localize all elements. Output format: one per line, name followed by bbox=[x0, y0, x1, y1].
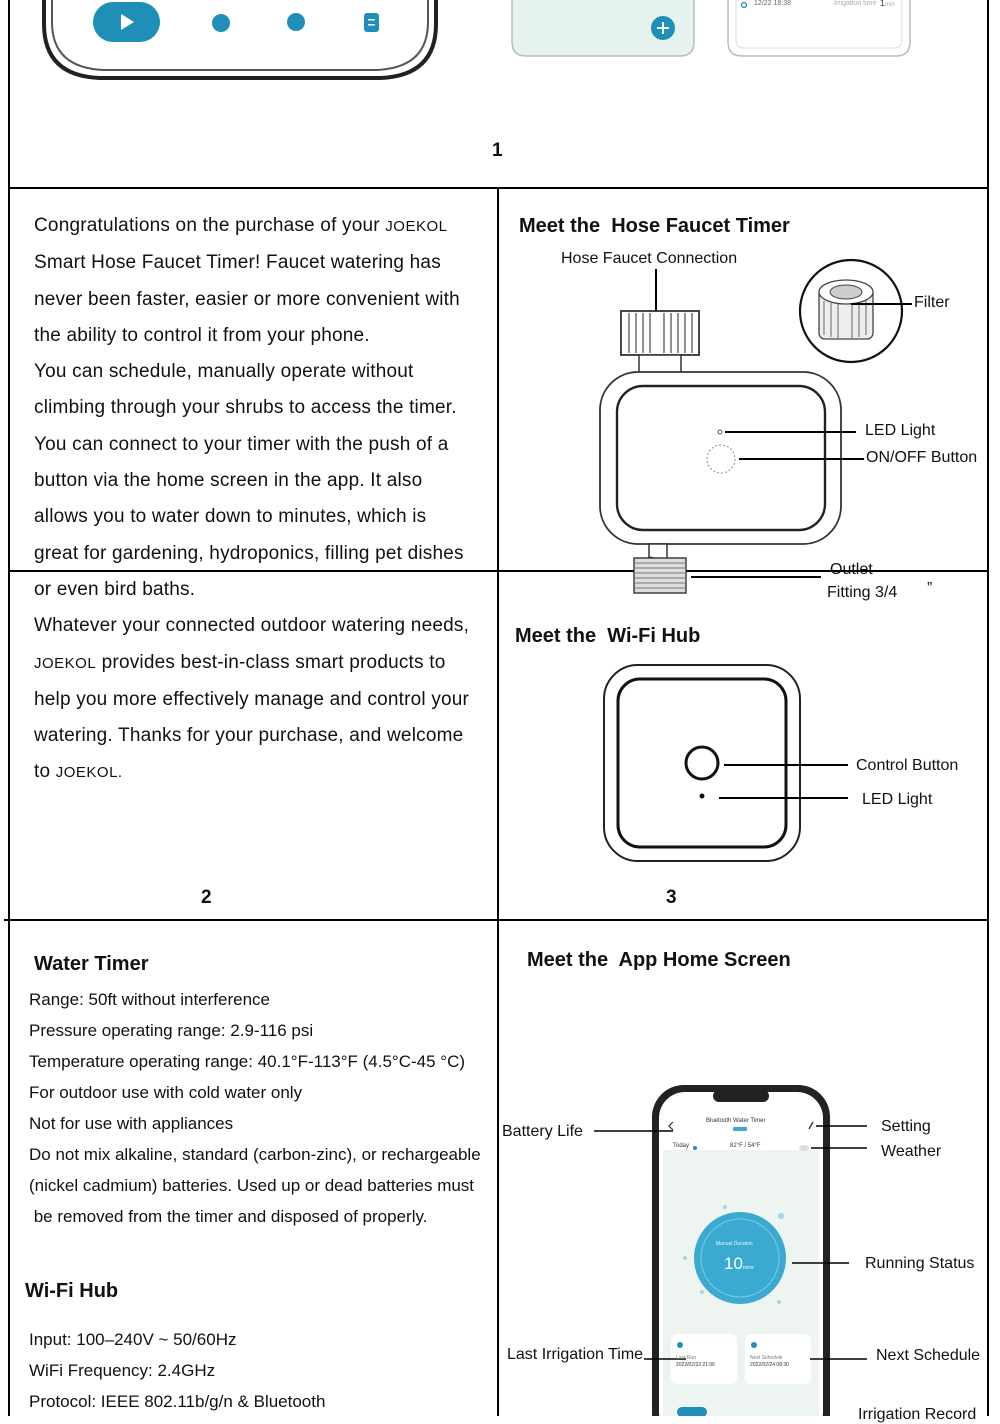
label-outlet: Outlet bbox=[830, 561, 873, 578]
wifi-hub-title: Meet the Wi-Fi Hub bbox=[515, 625, 701, 647]
hub-led-dot bbox=[699, 793, 705, 799]
phone-body-inner bbox=[51, 0, 429, 71]
label-hose-led: LED Light bbox=[865, 422, 936, 439]
intro-line-6: climbing through your shrubs to access t… bbox=[34, 397, 457, 419]
phone-body-outline bbox=[42, 0, 438, 80]
outlet-fitting bbox=[633, 557, 687, 594]
record-irrigation-label: Irrigation time bbox=[834, 0, 877, 7]
intro-text: Congratulations on the purchase of your … bbox=[34, 208, 492, 792]
spec-line-range: Range: 50ft without interference bbox=[29, 990, 270, 1009]
page-border-right bbox=[987, 0, 989, 1416]
spec-line-batteries-1: Do not mix alkaline, standard (carbon-zi… bbox=[29, 1145, 481, 1164]
spec-line-outdoor: For outdoor use with cold water only bbox=[29, 1083, 303, 1102]
spec-line-appliances: Not for use with appliances bbox=[29, 1114, 234, 1133]
row-divider-3 bbox=[4, 919, 989, 921]
hub-control-button bbox=[684, 745, 720, 781]
page-number-3: 3 bbox=[666, 887, 677, 908]
wifi-hub-specs: Input: 100–240V ~ 50/60Hz WiFi Frequency… bbox=[29, 1324, 495, 1417]
label-hose-connection: Hose Faucet Connection bbox=[561, 250, 738, 267]
led-light-dot bbox=[717, 429, 723, 435]
page-number-2: 2 bbox=[201, 887, 212, 908]
label-battery-life: Battery Life bbox=[502, 1123, 583, 1140]
hub-spec-protocol: Protocol: IEEE 802.11b/g/n & Bluetooth bbox=[29, 1392, 326, 1411]
intro-line-2: Smart Hose Faucet Timer! Faucet watering… bbox=[34, 252, 441, 274]
label-hub-led: LED Light bbox=[862, 791, 933, 808]
screen-next-title: Next Schedule bbox=[750, 1355, 783, 1361]
spec-line-pressure: Pressure operating range: 2.9-116 psi bbox=[29, 1021, 314, 1040]
column-divider bbox=[497, 187, 499, 1416]
middle-card bbox=[511, 0, 695, 57]
label-filter: Filter bbox=[914, 294, 950, 311]
label-next-schedule: Next Schedule bbox=[876, 1347, 981, 1364]
label-control-button: Control Button bbox=[856, 757, 959, 774]
spec-line-temperature: Temperature operating range: 40.1°F-113°… bbox=[29, 1052, 466, 1071]
intro-line-13: JOEKOL provides best-in-class smart prod… bbox=[34, 651, 446, 673]
label-on-off: ON/OFF Button bbox=[866, 449, 978, 466]
play-icon bbox=[121, 14, 134, 30]
wifi-hub-diagram bbox=[603, 664, 848, 862]
water-timer-heading: Water Timer bbox=[34, 953, 149, 975]
label-irrigation-record: Irrigation Record bbox=[858, 1406, 977, 1423]
hub-spec-input: Input: 100–240V ~ 50/60Hz bbox=[29, 1330, 237, 1349]
hose-timer-title: Meet the Hose Faucet Timer bbox=[519, 215, 790, 237]
app-home-title: Meet the App Home Screen bbox=[527, 949, 791, 971]
hose-connector bbox=[620, 310, 700, 356]
next-schedule-card bbox=[745, 1334, 811, 1384]
hub-spec-frequency: WiFi Frequency: 2.4GHz bbox=[29, 1361, 216, 1380]
label-last-irrigation: Last Irrigation Time bbox=[507, 1346, 644, 1363]
label-running-status: Running Status bbox=[865, 1255, 975, 1272]
right-card bbox=[727, 0, 911, 57]
intro-line-16: to JOEKOL. bbox=[34, 761, 123, 783]
intro-line-11: or even bird baths. bbox=[34, 578, 196, 600]
top-illustration bbox=[42, 0, 911, 80]
weather-icon bbox=[799, 1145, 809, 1151]
edit-icon bbox=[808, 1121, 814, 1130]
page-number-1: 1 bbox=[492, 140, 503, 161]
label-fitting: Fitting 3/4 bbox=[827, 584, 898, 601]
intro-line-12: Whatever your connected outdoor watering… bbox=[34, 615, 470, 637]
intro-line-10: great for gardening, hydroponics, fillin… bbox=[34, 542, 464, 564]
label-fitting-quote: ” bbox=[927, 580, 933, 597]
alarm-icon bbox=[287, 13, 305, 31]
record-time: 12/22 18:38 bbox=[754, 0, 791, 7]
record-irrigation-value: 1min bbox=[880, 0, 895, 8]
spec-line-batteries-2: (nickel cadmium) batteries. Used up or d… bbox=[29, 1176, 475, 1195]
label-weather: Weather bbox=[881, 1143, 942, 1160]
spec-line-batteries-3: be removed from the timer and disposed o… bbox=[29, 1207, 428, 1226]
label-setting: Setting bbox=[881, 1118, 931, 1135]
app-home-diagram bbox=[594, 1085, 867, 1416]
record-dot-icon bbox=[740, 1, 748, 9]
screen-dial-value: 10mins bbox=[724, 1254, 754, 1273]
back-icon bbox=[668, 1121, 674, 1131]
screen-temperature: 82°F / 54°F bbox=[730, 1143, 761, 1149]
intro-line-7: You can connect to your timer with the p… bbox=[34, 433, 449, 455]
intro-line-5: You can schedule, manually operate witho… bbox=[34, 361, 414, 383]
page-border-left bbox=[8, 0, 10, 1416]
water-timer-specs: Range: 50ft without interference Pressur… bbox=[29, 984, 495, 1232]
hose-timer-diagram bbox=[599, 258, 912, 594]
intro-line-4: the ability to control it from your phon… bbox=[34, 324, 370, 346]
record-icon bbox=[364, 13, 379, 32]
water-icon bbox=[212, 14, 230, 32]
intro-line-9: allows you to water down to minutes, whi… bbox=[34, 506, 427, 528]
running-dial bbox=[694, 1212, 786, 1304]
intro-line-1: Congratulations on the purchase of your … bbox=[34, 215, 448, 236]
screen-last-run-title: Last Run bbox=[676, 1355, 697, 1361]
intro-line-8: button via the home screen in the app. I… bbox=[34, 470, 423, 492]
wifi-hub-heading: Wi-Fi Hub bbox=[25, 1280, 119, 1302]
screen-dial-label: Manual Duration bbox=[716, 1241, 753, 1247]
intro-line-3: never been faster, easier or more conven… bbox=[34, 288, 460, 310]
intro-line-15: watering. Thanks for your purchase, and … bbox=[34, 725, 464, 747]
last-run-card bbox=[671, 1334, 737, 1384]
screen-today: Today bbox=[673, 1143, 690, 1149]
intro-line-14: help you more effectively manage and con… bbox=[34, 688, 470, 710]
on-off-button bbox=[706, 444, 736, 474]
screen-header: Bluetooth Water Timer bbox=[706, 1118, 766, 1124]
screen-last-run-date: 2022/02/22 21:06 bbox=[676, 1362, 715, 1368]
screen-next-date: 2022/02/24 08:30 bbox=[750, 1362, 789, 1368]
